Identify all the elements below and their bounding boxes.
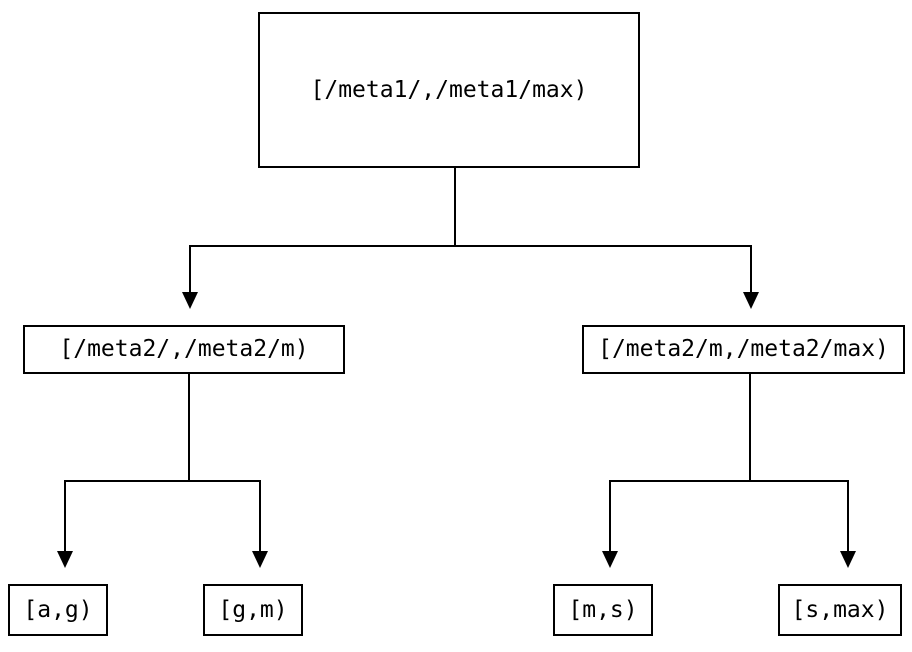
arrow-down-icon [57,551,73,568]
arrow-down-icon [252,551,268,568]
node-meta2-right-range: [/meta2/m,/meta2/max) [582,325,905,374]
arrow-down-icon [840,551,856,568]
node-leaf-m-s: [m,s) [553,584,653,636]
edge-right-children [602,374,856,568]
node-meta2-left-range: [/meta2/,/meta2/m) [23,325,345,374]
edge-left-children [57,374,268,568]
arrow-down-icon [182,292,198,309]
node-leaf-s-max: [s,max) [778,584,902,636]
node-label: [g,m) [218,596,288,623]
node-label: [a,g) [23,596,93,623]
arrow-down-icon [743,292,759,309]
arrow-down-icon [602,551,618,568]
node-root-range: [/meta1/,/meta1/max) [258,12,640,168]
node-label: [/meta1/,/meta1/max) [310,76,588,103]
edge-root-children [182,168,759,309]
node-label: [/meta2/,/meta2/m) [59,336,309,362]
node-leaf-a-g: [a,g) [8,584,108,636]
node-label: [m,s) [568,596,638,623]
node-leaf-g-m: [g,m) [203,584,303,636]
node-label: [s,max) [791,596,889,623]
node-label: [/meta2/m,/meta2/max) [598,336,889,362]
